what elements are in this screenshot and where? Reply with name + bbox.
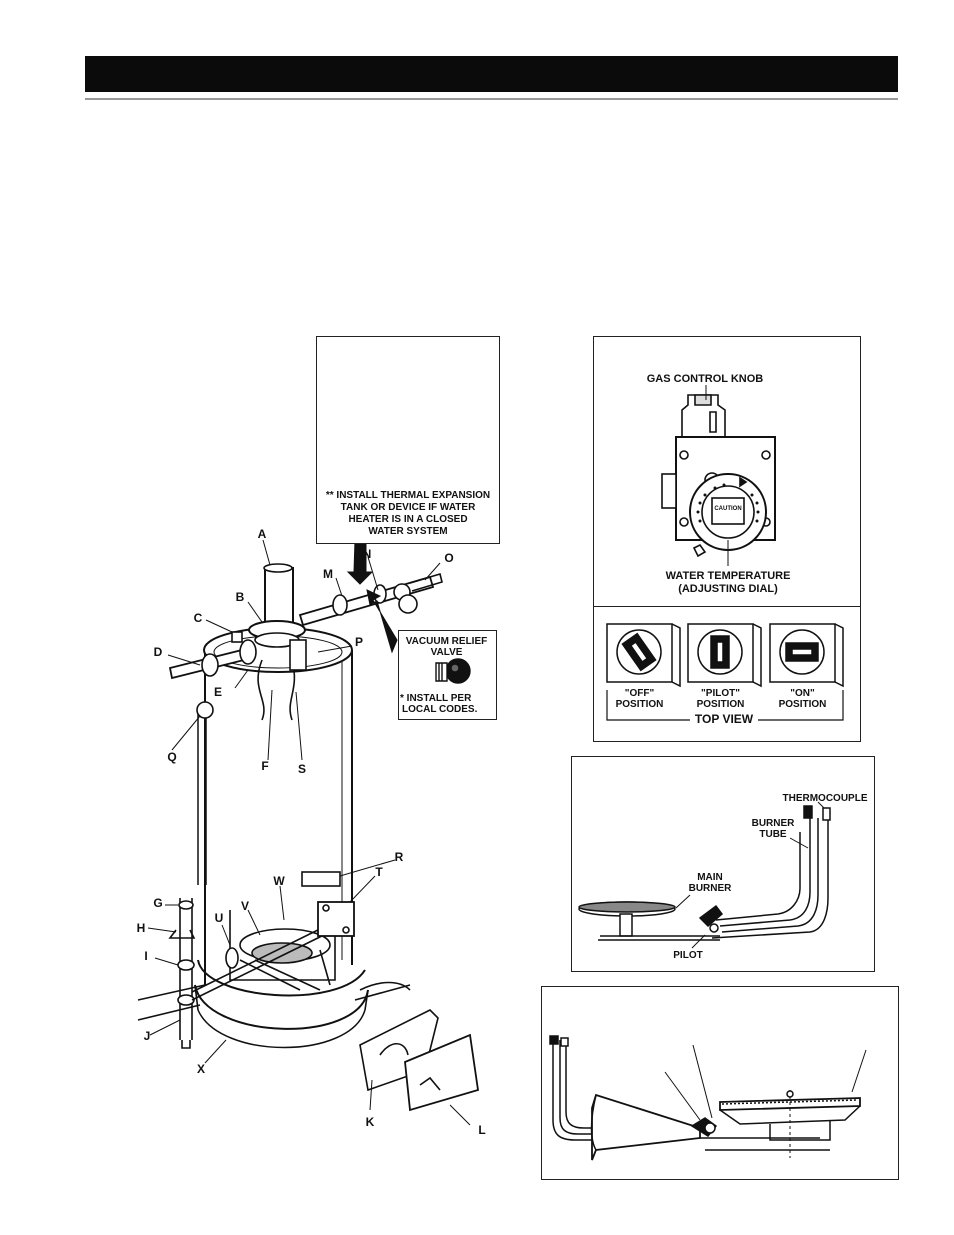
part-label-o: O [444,551,454,565]
part-label-u: U [214,911,224,925]
expansion-tank-callout [316,336,500,544]
part-label-r: R [394,850,404,864]
part-label-v: V [240,899,249,913]
part-label-p: P [354,635,363,649]
part-label-k: K [365,1115,375,1129]
pilot-position-label: "PILOT" [701,688,740,699]
off-position-sub: POSITION [615,699,664,710]
part-label-c: C [193,611,203,625]
top-view-label: TOP VIEW [694,712,754,726]
part-label-s: S [297,762,306,776]
water-temperature-label: WATER TEMPERATURE [665,570,791,582]
part-label-j: J [143,1029,151,1043]
part-label-t: T [375,865,383,879]
part-label-i: I [144,949,148,963]
part-label-m: M [323,567,333,581]
part-label-g: G [153,896,163,910]
gas-control-divider [593,606,860,607]
expansion-callout-line2: TANK OR DEVICE IF WATER [340,502,476,513]
expansion-callout-line4: WATER SYSTEM [368,526,448,537]
expansion-callout-line3: HEATER IS IN A CLOSED [348,514,468,525]
gas-control-knob-label: GAS CONTROL KNOB [646,373,764,385]
burner-tube-label1: BURNER [751,818,795,829]
part-label-d: D [153,645,163,659]
vacuum-callout-line4: LOCAL CODES. [402,704,478,715]
part-label-q: Q [167,750,177,764]
part-label-l: L [478,1123,486,1137]
part-label-f: F [261,759,269,773]
expansion-callout-line1: ** INSTALL THERMAL EXPANSION [325,490,491,501]
burner-tube-label2: TUBE [759,829,787,840]
vacuum-callout-line2: VALVE [430,647,463,658]
main-burner-label1: MAIN [697,872,723,883]
section-header-bar [85,56,898,92]
thermocouple-label: THERMOCOUPLE [782,793,868,804]
on-position-label: "ON" [790,688,815,699]
part-label-b: B [235,590,245,604]
part-label-w: W [273,874,285,888]
dial-caution-text: CAUTION [714,506,742,512]
pilot-label: PILOT [673,950,703,961]
off-position-label: "OFF" [624,688,655,699]
part-label-n: N [362,547,372,561]
part-label-x: X [196,1062,205,1076]
part-label-a: A [257,527,267,541]
vacuum-callout-line1: VACUUM RELIEF [405,636,488,647]
vacuum-callout-line3: * INSTALL PER [400,693,472,704]
on-position-sub: POSITION [778,699,827,710]
part-label-h: H [136,921,146,935]
adjusting-dial-label: (ADJUSTING DIAL) [678,583,778,595]
part-label-e: E [213,685,222,699]
main-burner-label2: BURNER [688,883,732,894]
header-rule [85,98,898,100]
pilot-position-sub: POSITION [696,699,745,710]
